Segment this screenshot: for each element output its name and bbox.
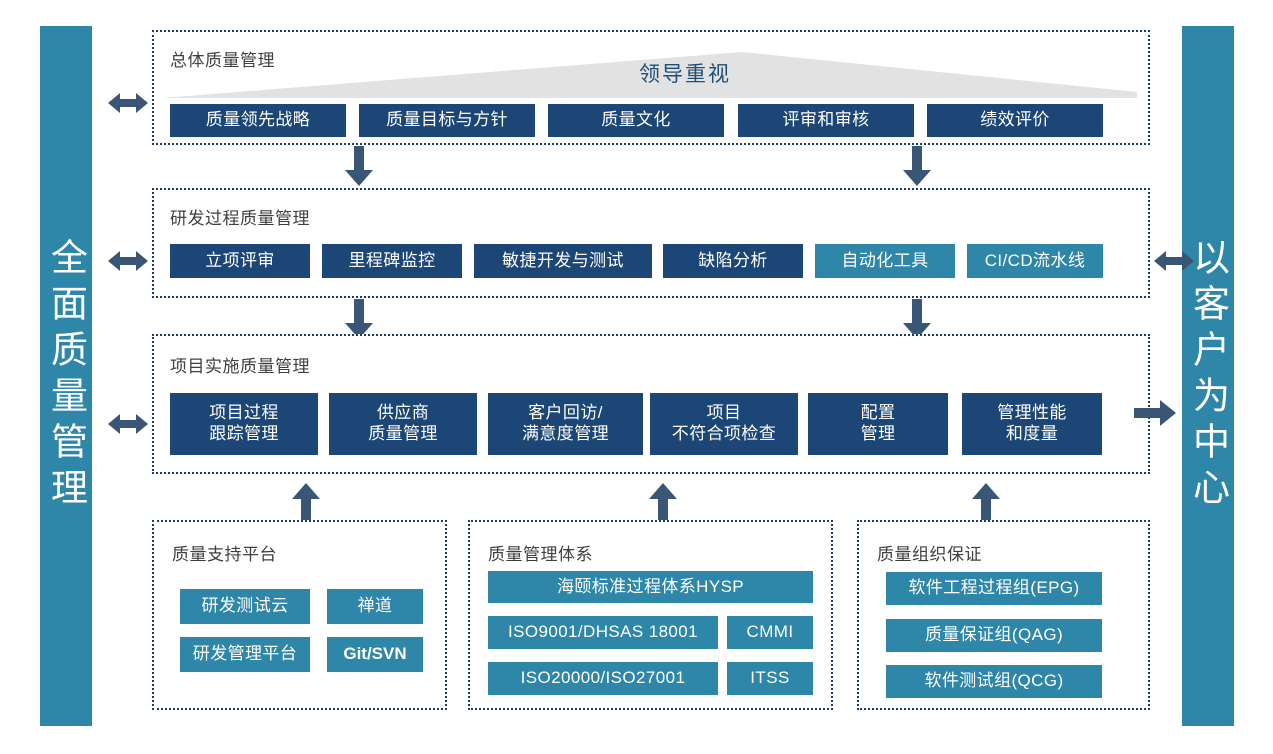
box-label: 软件工程过程组(EPG) — [908, 578, 1080, 598]
box-itss[interactable]: ITSS — [727, 662, 813, 695]
double-headed-arrow-icon-overall — [108, 91, 148, 115]
box-automation-tools[interactable]: 自动化工具 — [815, 244, 955, 278]
box-agile-dev-and-test[interactable]: 敏捷开发与测试 — [474, 244, 652, 278]
box-label: 供应商 质量管理 — [368, 403, 438, 443]
box-performance-evaluation[interactable]: 绩效评价 — [927, 104, 1103, 137]
box-label: 质量保证组(QAG) — [924, 625, 1064, 645]
box-label: 敏捷开发与测试 — [502, 250, 624, 270]
right-vertical-bar-label: 以客户为中心 — [1187, 238, 1229, 514]
box-label: 客户回访/ 满意度管理 — [522, 403, 609, 443]
box-label: 缺陷分析 — [698, 250, 768, 270]
up-arrow-icon-platform-to-project — [292, 483, 320, 523]
box-iso20000-iso27001[interactable]: ISO20000/ISO27001 — [488, 662, 718, 695]
box-label: 禅道 — [357, 596, 393, 616]
panel-rnd-process-quality-management — [152, 188, 1150, 298]
box-qag[interactable]: 质量保证组(QAG) — [886, 619, 1102, 652]
box-milestone-monitoring[interactable]: 里程碑监控 — [322, 244, 462, 278]
box-iso9001-dhsas18001[interactable]: ISO9001/DHSAS 18001 — [488, 616, 718, 649]
box-git-svn[interactable]: Git/SVN — [327, 637, 423, 672]
double-headed-arrow-icon-rnd — [108, 249, 148, 273]
box-label: 质量领先战略 — [205, 110, 311, 130]
panel-title-rnd: 研发过程质量管理 — [170, 209, 310, 228]
box-quality-culture[interactable]: 质量文化 — [548, 104, 724, 137]
box-configuration-management[interactable]: 配置 管理 — [808, 393, 948, 455]
panel-title-organization: 质量组织保证 — [877, 545, 982, 564]
box-project-nonconformity-check[interactable]: 项目 不符合项检查 — [650, 393, 798, 455]
box-label: 研发测试云 — [201, 596, 289, 616]
box-rnd-management-platform[interactable]: 研发管理平台 — [180, 637, 310, 672]
box-zentao[interactable]: 禅道 — [327, 589, 423, 624]
box-label: 管理性能 和度量 — [997, 403, 1067, 443]
box-project-initiation-review[interactable]: 立项评审 — [170, 244, 310, 278]
box-label: 质量文化 — [601, 110, 671, 130]
right-arrow-icon-to-customer — [1134, 400, 1176, 426]
up-arrow-icon-system-to-project — [649, 483, 677, 523]
box-label: 自动化工具 — [841, 250, 929, 270]
box-project-process-tracking[interactable]: 项目过程 跟踪管理 — [170, 393, 318, 455]
box-label: 配置 管理 — [860, 403, 896, 443]
box-cicd-pipeline[interactable]: CI/CD流水线 — [967, 244, 1103, 278]
box-label: CI/CD流水线 — [984, 250, 1086, 270]
box-label: 里程碑监控 — [348, 250, 436, 270]
box-label: ISO9001/DHSAS 18001 — [508, 622, 698, 642]
box-rnd-test-cloud[interactable]: 研发测试云 — [180, 589, 310, 624]
panel-title-overall: 总体质量管理 — [170, 51, 275, 70]
down-arrow-icon-rnd-to-project-right — [903, 299, 931, 339]
leadership-triangle — [162, 52, 1137, 98]
box-customer-revisit-satisfaction[interactable]: 客户回访/ 满意度管理 — [488, 393, 643, 455]
box-management-performance-measurement[interactable]: 管理性能 和度量 — [962, 393, 1102, 455]
box-label: CMMI — [746, 622, 794, 642]
box-qcg[interactable]: 软件测试组(QCG) — [886, 665, 1102, 698]
double-headed-arrow-icon-project — [108, 412, 148, 436]
down-arrow-icon-overall-to-rnd-right — [903, 146, 931, 186]
box-label: 项目 不符合项检查 — [671, 403, 777, 443]
box-supplier-quality-management[interactable]: 供应商 质量管理 — [329, 393, 477, 455]
panel-title-platform: 质量支持平台 — [172, 545, 277, 564]
box-label: 海颐标准过程体系HYSP — [556, 576, 745, 596]
down-arrow-icon-overall-to-rnd-left — [345, 146, 373, 186]
left-vertical-bar-label: 全面质量管理 — [45, 238, 87, 514]
box-label: Git/SVN — [343, 644, 407, 664]
box-quality-objectives-policy[interactable]: 质量目标与方针 — [359, 104, 535, 137]
box-cmmi[interactable]: CMMI — [727, 616, 813, 649]
box-label: ITSS — [750, 668, 790, 688]
box-label: 研发管理平台 — [192, 644, 298, 664]
left-vertical-bar: 全面质量管理 — [40, 26, 92, 726]
box-label: 绩效评价 — [980, 110, 1050, 130]
box-label: 软件测试组(QCG) — [924, 671, 1064, 691]
double-headed-arrow-icon-rnd-right — [1154, 249, 1194, 273]
down-arrow-icon-rnd-to-project-left — [345, 299, 373, 339]
leadership-label: 领导重视 — [639, 63, 731, 86]
right-vertical-bar: 以客户为中心 — [1182, 26, 1234, 726]
box-label: 立项评审 — [205, 250, 275, 270]
up-arrow-icon-organization-to-project — [972, 483, 1000, 523]
box-defect-analysis[interactable]: 缺陷分析 — [663, 244, 803, 278]
box-label: 评审和审核 — [782, 110, 870, 130]
box-quality-leading-strategy[interactable]: 质量领先战略 — [170, 104, 346, 137]
box-epg[interactable]: 软件工程过程组(EPG) — [886, 572, 1102, 605]
box-hysp-standard-process-system[interactable]: 海颐标准过程体系HYSP — [488, 571, 813, 603]
panel-title-project: 项目实施质量管理 — [170, 357, 310, 376]
box-label: ISO20000/ISO27001 — [520, 668, 686, 688]
box-label: 质量目标与方针 — [386, 110, 508, 130]
panel-title-system: 质量管理体系 — [488, 545, 593, 564]
box-review-and-audit[interactable]: 评审和审核 — [738, 104, 914, 137]
box-label: 项目过程 跟踪管理 — [209, 403, 279, 443]
